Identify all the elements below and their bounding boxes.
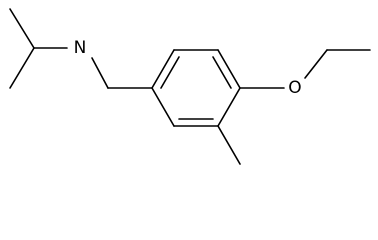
ring-bond-3 [217,49,241,89]
bond-nh-ch2 [91,57,109,89]
ring-bond-1 [151,49,175,89]
ring-bond-3-inner [212,56,232,89]
bond-o-ch2 [304,49,328,79]
bond-isopropyl-methyl-bottom [9,47,35,89]
ring-bond-6 [151,87,175,127]
atom-label-oxygen: O [288,78,301,98]
bond-ring-methyl [217,125,241,165]
ring-bond-1-inner [160,56,180,89]
atom-label-nitrogen: N [74,38,87,58]
ring-bond-4 [217,87,241,127]
bond-isopropyl-methyl-top [9,8,35,49]
structure-diagram: N O [9,8,371,165]
